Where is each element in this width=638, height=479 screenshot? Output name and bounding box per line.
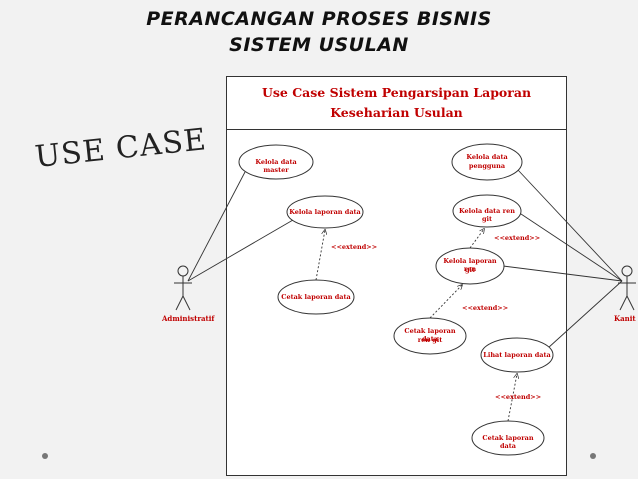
system-title-line-2: Keseharian Usulan [330,105,463,120]
assoc-kanit-kelola-pengguna [517,169,623,282]
slide-dot-right [590,453,596,459]
assoc-admin-kelola-master [187,171,246,282]
slide-title-line-2: SISTEM USULAN [229,34,409,56]
uc-kelola-laporan-data-shape [286,195,364,229]
assoc-admin-kelola-laporan [187,219,294,282]
extend-arrow-cetak-to-kelola-laporan [315,230,325,281]
system-boundary: Use Case Sistem Pengarsipan Laporan Kese… [226,76,567,476]
extend-arrow-rengit-to-kelola-data-rengit [469,229,484,249]
slide-dot-left [42,453,48,459]
uc-lihat-laporan-shape [480,337,554,373]
assoc-kanit-kelola-data-rengit [517,211,623,282]
extend-label-1: <<extend>> [331,243,378,251]
extend-label-2: <<extend>> [494,234,541,242]
uc-kelola-data-master-shape [238,144,314,180]
assoc-kanit-kelola-laporan-rengit [502,265,623,282]
uc-cetak-laporan-rengit-shape [393,317,467,355]
system-title-line-1: Use Case Sistem Pengarsipan Laporan [261,85,532,100]
actor-kanit-figure [618,265,636,311]
uc-kelola-data-pengguna-shape [451,143,523,181]
actor-admin-figure [174,265,192,311]
system-header: Use Case Sistem Pengarsipan Laporan Kese… [227,77,566,130]
uc-kelola-laporan-rengit-shape [435,247,505,285]
actor-admin-label: Administratif [162,314,215,323]
slide-title-line-1: PERANCANGAN PROSES BISNIS [146,8,492,30]
uc-cetak-laporan-kanit-shape [471,420,545,456]
uc-cetak-laporan-admin-shape [277,279,355,315]
assoc-kanit-lihat-laporan [547,280,623,349]
extend-label-3: <<extend>> [462,304,509,312]
actor-kanit-label: Kanit [614,314,636,323]
uc-kelola-data-rengit-shape [452,194,522,228]
extend-label-4: <<extend>> [495,393,542,401]
extend-arrow-cetak-rengit-to-kelola-laporan-rengit [429,285,462,319]
